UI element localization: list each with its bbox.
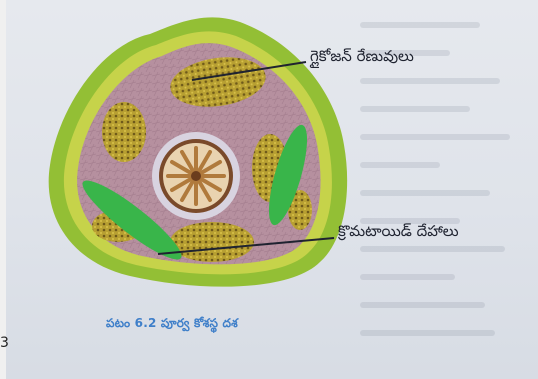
glycogen-granules-label: గ్లైకోజన్ రేణువులు	[310, 47, 414, 65]
figure-caption: పటం 6.2 పూర్వ కోశస్థ దశ	[106, 316, 238, 333]
glycogen-cluster	[102, 102, 146, 162]
nucleus	[152, 132, 240, 220]
chromatoid-bodies-label: క్రొమటాయిడ్ దేహాలు	[338, 222, 459, 240]
glycogen-cluster	[170, 222, 254, 262]
page-edge-mark: 3	[0, 335, 9, 351]
